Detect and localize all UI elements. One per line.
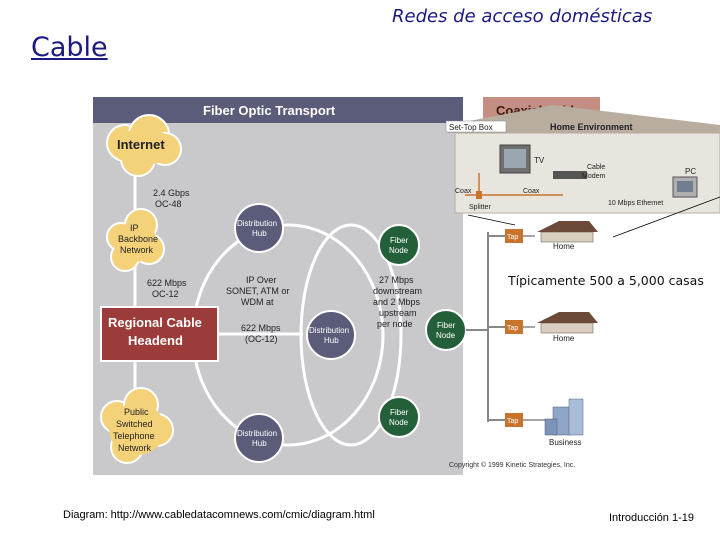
copyright-notice: Copyright © 1999 Kinetic Strategies, Inc… <box>449 461 575 469</box>
distribution-hub-bottom: Distribution Hub <box>234 413 284 463</box>
ip-backbone-cloud: IP Backbone Network <box>106 208 165 272</box>
fiber-panel-title: Fiber Optic Transport <box>203 103 336 118</box>
fiber-node-top-label-2: Node <box>389 246 409 255</box>
home-2-label: Home <box>553 334 575 343</box>
fiber-node-top-label-1: Fiber <box>390 236 409 245</box>
ip-backbone-label-3: Network <box>120 245 154 255</box>
business-label: Business <box>549 438 581 447</box>
splitter-icon <box>476 191 482 199</box>
pstn-cloud: Public Switched Telephone Network <box>100 387 174 464</box>
headend-label-2: Headend <box>128 333 183 348</box>
regional-headend-box <box>100 306 219 362</box>
ip-backbone-label-2: Backbone <box>118 234 158 244</box>
internet-label: Internet <box>117 137 165 152</box>
diagram-source: Diagram: http://www.cabledatacomnews.com… <box>63 509 375 521</box>
tap-home-1: Tap <box>505 229 523 243</box>
home-icon-2: Home <box>537 312 598 343</box>
fiber-node-right-label-2: Node <box>436 331 456 340</box>
rate-4: upstream <box>379 308 417 318</box>
internet-link-rate: 2.4 Gbps <box>153 188 190 198</box>
tv-label: TV <box>534 156 545 165</box>
fiber-node-bottom-label-2: Node <box>389 418 409 427</box>
rate-1: 27 Mbps <box>379 275 414 285</box>
tap-2-label: Tap <box>507 325 518 332</box>
ip-over-3: WDM at <box>241 297 274 307</box>
pstn-label-4: Network <box>118 443 152 453</box>
coax-label-b: Coax <box>523 188 540 195</box>
home-1-label: Home <box>553 242 575 251</box>
fiber-node-right: Fiber Node <box>425 309 467 351</box>
tap-1-label: Tap <box>507 234 518 241</box>
cable-modem-icon <box>553 171 587 179</box>
hub-bottom-label-1: Distribution <box>237 429 277 438</box>
section-title: Cable <box>31 32 108 63</box>
tap-3-label: Tap <box>507 418 518 425</box>
slide-number: Introducción 1-19 <box>609 512 694 524</box>
home-env-title: Home Environment <box>550 122 633 132</box>
hub-middle-label-2: Hub <box>324 336 339 345</box>
modem-label-2: Modem <box>582 173 606 180</box>
ip-over-2: SONET, ATM or <box>226 286 289 296</box>
tap-business: Tap <box>505 413 523 427</box>
pstn-label-2: Switched <box>116 419 153 429</box>
business-icon: Business <box>544 398 584 447</box>
hub-top-label-2: Hub <box>252 229 267 238</box>
home-environment-inset: Home Environment Set-Top Box TV Cable Mo… <box>445 105 720 214</box>
settop-label: Set-Top Box <box>449 123 493 132</box>
fiber-node-bottom: Fiber Node <box>378 396 420 438</box>
ethernet-label: 10 Mbps Ethernet <box>608 200 663 207</box>
pstn-label-3: Telephone <box>113 431 155 441</box>
hub-bottom-label-2: Hub <box>252 439 267 448</box>
home-icon-1: Home <box>537 221 598 251</box>
slide-title: Redes de acceso domésticas <box>392 6 653 27</box>
headend-label-1: Regional Cable <box>108 315 202 330</box>
tap-home-2: Tap <box>505 320 523 334</box>
modem-label-1: Cable <box>587 164 605 171</box>
backbone-link-type: OC-12 <box>152 289 179 299</box>
pc-label: PC <box>685 167 696 176</box>
pstn-label-1: Public <box>124 407 149 417</box>
distribution-hub-middle: Distribution Hub <box>306 310 356 360</box>
internet-cloud: Internet <box>106 114 182 177</box>
internet-link-type: OC-48 <box>155 199 182 209</box>
distribution-hub-top: Distribution Hub <box>234 203 284 253</box>
fiber-node-top: Fiber Node <box>378 224 420 266</box>
annotation-pointer-right <box>612 196 720 238</box>
hub-middle-label-1: Distribution <box>309 326 349 335</box>
annotation-pointer-left <box>467 214 516 226</box>
fiber-node-right-label-1: Fiber <box>437 321 456 330</box>
ip-backbone-label-1: IP <box>130 223 139 233</box>
rate-2: downstream <box>373 286 422 296</box>
fiber-node-bottom-label-1: Fiber <box>390 408 409 417</box>
splitter-label: Splitter <box>469 204 491 211</box>
ip-over-1: IP Over <box>246 275 276 285</box>
ip-over-5: (OC-12) <box>245 334 278 344</box>
coax-label-a: Coax <box>455 188 472 195</box>
homes-annotation: Típicamente 500 a 5,000 casas <box>508 273 704 288</box>
hub-top-label-1: Distribution <box>237 219 277 228</box>
rate-5: per node <box>377 319 413 329</box>
backbone-link-rate: 622 Mbps <box>147 278 187 288</box>
ip-over-4: 622 Mbps <box>241 323 281 333</box>
rate-3: and 2 Mbps <box>373 297 421 307</box>
